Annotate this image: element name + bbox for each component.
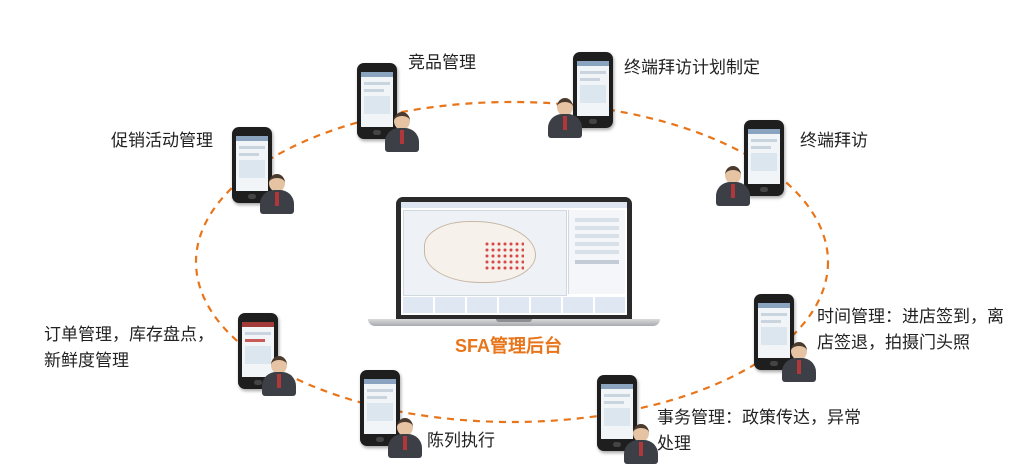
smartphone-icon — [360, 370, 400, 446]
business-person-icon — [260, 174, 294, 214]
smartphone-icon — [232, 127, 272, 203]
node-label-line1: 事务管理：政策传达，异常 — [657, 408, 861, 428]
node-label: 终端拜访 — [800, 131, 868, 151]
node-label-line2: 新鲜度管理 — [44, 351, 129, 371]
business-person-icon — [262, 356, 296, 396]
node-label-line1: 时间管理：进店签到，离 — [817, 307, 1004, 327]
smartphone-icon — [357, 63, 397, 139]
node-label: 陈列执行 — [427, 431, 495, 451]
node-label-line2: 店签退，拍摄门头照 — [817, 333, 970, 353]
business-person-icon — [388, 418, 422, 458]
node-label: 促销活动管理 — [111, 131, 213, 151]
smartphone-icon — [744, 120, 784, 196]
center-label: SFA管理后台 — [455, 336, 563, 356]
smartphone-icon — [597, 375, 637, 451]
business-person-icon — [716, 166, 750, 206]
smartphone-icon — [754, 294, 794, 370]
node-label: 终端拜访计划制定 — [624, 58, 760, 78]
smartphone-icon — [238, 313, 278, 389]
node-label-line1: 订单管理，库存盘点， — [44, 325, 214, 345]
node-label: 竞品管理 — [408, 53, 476, 73]
node-label-line2: 处理 — [657, 434, 691, 454]
orbit-ring — [194, 100, 830, 424]
business-person-icon — [548, 98, 582, 138]
smartphone-icon — [573, 52, 613, 128]
business-person-icon — [782, 342, 816, 382]
business-person-icon — [624, 424, 658, 464]
business-person-icon — [385, 112, 419, 152]
